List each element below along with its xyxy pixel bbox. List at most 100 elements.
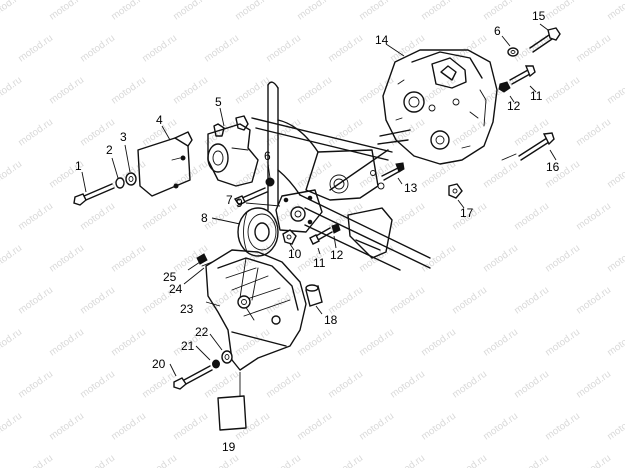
washer-22 xyxy=(221,350,233,364)
watermark-text: motod.ru xyxy=(295,75,334,107)
watermark-text: motod.ru xyxy=(233,75,272,107)
watermark-text: motod.ru xyxy=(481,243,520,275)
watermark-text: motod.ru xyxy=(326,453,365,468)
watermark-text: motod.ru xyxy=(419,243,458,275)
watermark-text: motod.ru xyxy=(0,75,24,107)
watermark-text: motod.ru xyxy=(512,453,551,468)
watermark-text: motod.ru xyxy=(140,33,179,65)
watermark-text: motod.ru xyxy=(605,0,625,22)
callout-5: 5 xyxy=(215,95,222,109)
watermark-text: motod.ru xyxy=(419,327,458,359)
bolt-11-mid xyxy=(309,227,333,245)
watermark-text: motod.ru xyxy=(295,0,334,22)
watermark-text: motod.ru xyxy=(16,369,55,401)
bolt-15 xyxy=(529,27,561,53)
watermark-text: motod.ru xyxy=(47,75,86,107)
callout-1: 1 xyxy=(75,159,82,173)
nut-17 xyxy=(448,183,463,199)
watermark-text: motod.ru xyxy=(605,327,625,359)
nut-12-right xyxy=(498,81,511,93)
watermark-text: motod.ru xyxy=(0,159,24,191)
watermark-text: motod.ru xyxy=(388,369,427,401)
spacer-18 xyxy=(305,284,323,307)
washer-3 xyxy=(125,172,137,186)
callout-11: 11 xyxy=(313,256,326,270)
bracket-4 xyxy=(137,131,193,197)
watermark-text: motod.ru xyxy=(357,75,396,107)
callout-11: 11 xyxy=(530,89,543,103)
watermark-text: motod.ru xyxy=(450,369,489,401)
bolt-13 xyxy=(381,162,405,181)
watermark-text: motod.ru xyxy=(264,285,303,317)
watermark-text: motod.ru xyxy=(233,0,272,22)
watermark-text: motod.ru xyxy=(574,201,613,233)
lock-washer-2 xyxy=(115,177,125,189)
watermark-text: motod.ru xyxy=(481,327,520,359)
callout-22: 22 xyxy=(195,325,209,339)
watermark-text: motod.ru xyxy=(543,75,582,107)
watermark-text: motod.ru xyxy=(512,369,551,401)
watermark-text: motod.ru xyxy=(295,411,334,443)
watermark-text: motod.ru xyxy=(202,33,241,65)
nut-12-mid xyxy=(331,223,341,234)
watermark-text: motod.ru xyxy=(233,327,272,359)
watermark-text: motod.ru xyxy=(140,369,179,401)
watermark-text: motod.ru xyxy=(357,327,396,359)
pulley-disc-8 xyxy=(237,207,279,257)
bolt-16 xyxy=(501,132,555,161)
callout-21: 21 xyxy=(181,339,195,353)
callout-16: 16 xyxy=(546,160,560,174)
callout-19: 19 xyxy=(222,440,236,454)
callout-24: 24 xyxy=(169,282,183,296)
watermark-text: motod.ru xyxy=(233,411,272,443)
washer-6-top xyxy=(507,47,519,57)
watermark-text: motod.ru xyxy=(357,0,396,22)
watermark-text: motod.ru xyxy=(481,159,520,191)
mounting-bracket xyxy=(305,149,393,259)
callout-20: 20 xyxy=(152,357,166,371)
watermark-text: motod.ru xyxy=(47,411,86,443)
watermark-text: motod.ru xyxy=(78,453,117,468)
callout-10: 10 xyxy=(288,247,302,261)
watermark-text: motod.ru xyxy=(357,411,396,443)
watermark-text: motod.ru xyxy=(0,327,24,359)
callout-23: 23 xyxy=(180,302,194,316)
watermark-text: motod.ru xyxy=(202,453,241,468)
callout-6: 6 xyxy=(264,149,271,163)
watermark-text: motod.ru xyxy=(264,33,303,65)
watermark-text: motod.ru xyxy=(605,159,625,191)
nut-10 xyxy=(282,229,297,245)
sensor-5 xyxy=(207,115,259,187)
watermark-text: motod.ru xyxy=(605,243,625,275)
watermark-text: motod.ru xyxy=(388,285,427,317)
watermark-text: motod.ru xyxy=(450,285,489,317)
watermark-text: motod.ru xyxy=(605,75,625,107)
watermark-text: motod.ru xyxy=(16,453,55,468)
watermark-text: motod.ru xyxy=(450,117,489,149)
bolt-20 xyxy=(173,365,213,390)
watermark-text: motod.ru xyxy=(16,117,55,149)
watermark-text: motod.ru xyxy=(109,411,148,443)
watermark-text: motod.ru xyxy=(0,0,24,22)
watermark-text: motod.ru xyxy=(326,33,365,65)
callout-13: 13 xyxy=(404,181,418,195)
belt-guard-cover-23 xyxy=(205,249,307,371)
callout-labels: 1 2 3 4 5 6 6 7 8 9 10 11 11 12 12 13 14… xyxy=(75,9,560,454)
callout-4: 4 xyxy=(156,113,163,127)
watermark-text: motod.ru xyxy=(109,327,148,359)
watermark-text: motod.ru xyxy=(574,453,613,468)
callout-12: 12 xyxy=(507,99,521,113)
watermark-text: motod.ru xyxy=(512,285,551,317)
watermark-text: motod.ru xyxy=(450,33,489,65)
watermark-text: motod.ru xyxy=(78,201,117,233)
callout-17: 17 xyxy=(460,206,474,220)
watermark-text: motod.ru xyxy=(0,411,24,443)
callout-6: 6 xyxy=(494,24,501,38)
watermark-text: motod.ru xyxy=(481,411,520,443)
callout-14: 14 xyxy=(375,33,389,47)
watermark-text: motod.ru xyxy=(419,411,458,443)
watermark-text: motod.ru xyxy=(140,453,179,468)
watermark-text: motod.ru xyxy=(16,285,55,317)
watermark-text: motod.ru xyxy=(543,411,582,443)
